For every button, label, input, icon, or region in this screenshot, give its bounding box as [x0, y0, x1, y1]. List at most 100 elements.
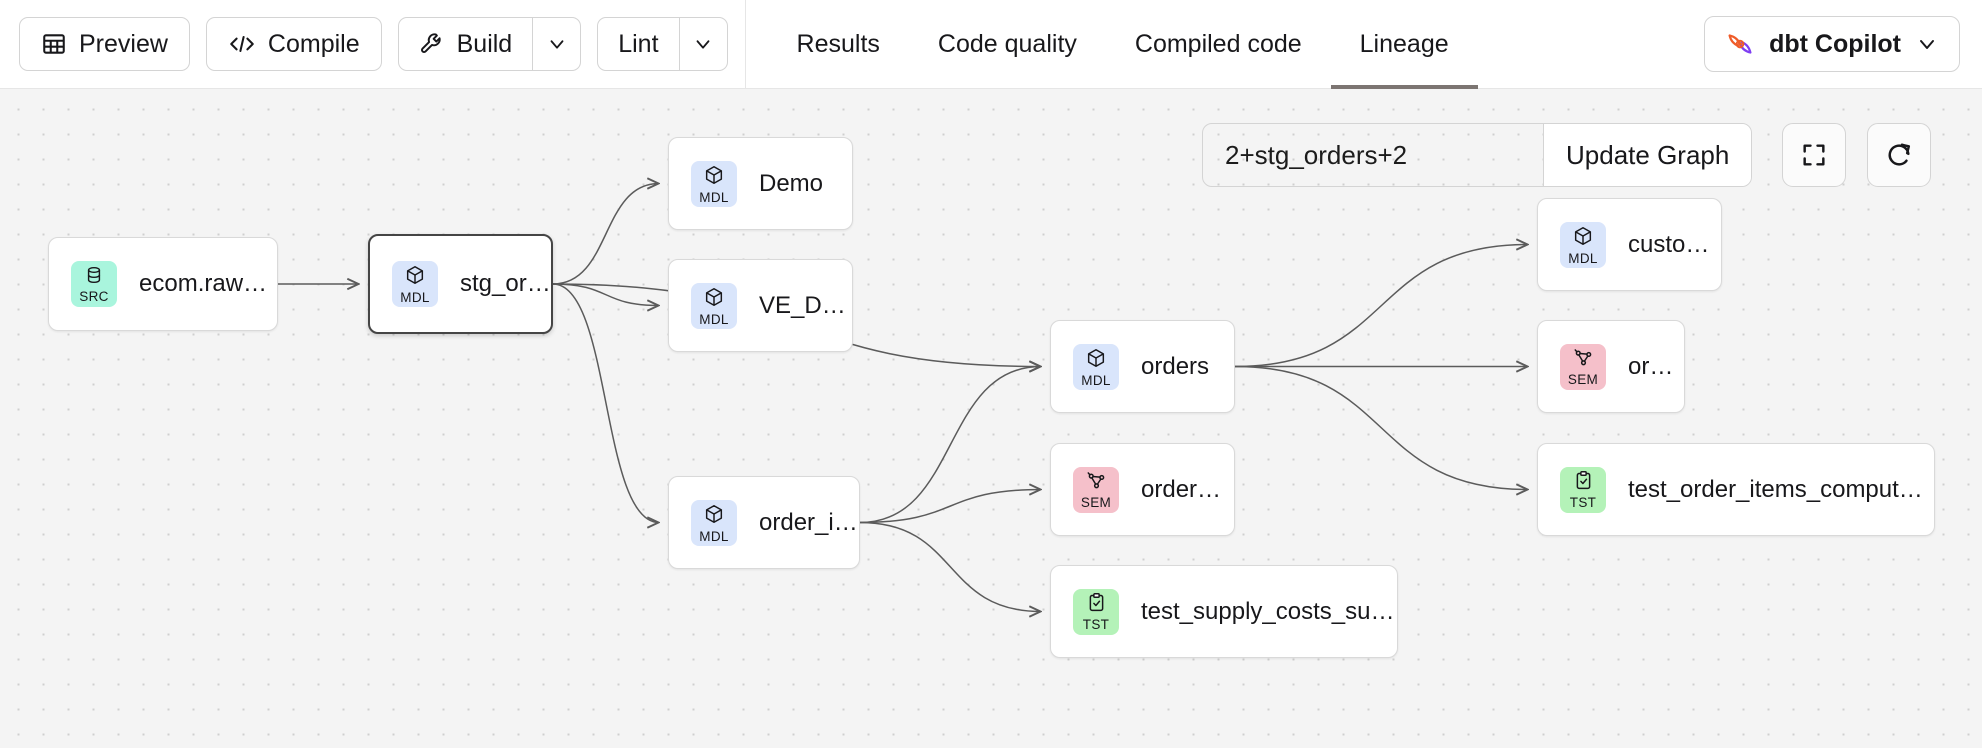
node-type-badge-mdl: MDL	[1560, 221, 1606, 268]
node-type-label: MDL	[1568, 250, 1598, 266]
lineage-node[interactable]: TST test_order_items_compute_to_bools_c…	[1537, 443, 1935, 536]
fullscreen-icon	[1800, 141, 1828, 169]
refresh-icon	[1885, 141, 1913, 169]
node-name-label: order_item	[1141, 475, 1234, 503]
update-graph-button[interactable]: Update Graph	[1543, 124, 1752, 186]
wrench-icon	[419, 31, 445, 57]
dbt-copilot-icon	[1725, 29, 1755, 59]
node-type-label: MDL	[699, 528, 729, 544]
node-name-label: Demo	[759, 169, 824, 197]
lineage-node[interactable]: SEM order_item	[1050, 443, 1235, 536]
node-name-label: test_order_items_compute_to_bools_c…	[1628, 475, 1934, 503]
compile-label: Compile	[267, 29, 360, 58]
lint-dropdown-toggle[interactable]	[678, 18, 727, 70]
tab-results[interactable]: Results	[768, 0, 909, 89]
lineage-node[interactable]: SRC ecom.raw_orders	[48, 237, 278, 331]
lineage-node[interactable]: MDL stg_orders	[368, 234, 553, 334]
tab-label: Lineage	[1359, 29, 1449, 58]
tab-label: Code quality	[937, 29, 1077, 58]
node-name-label: VE_Demo	[759, 291, 852, 319]
node-type-label: MDL	[699, 311, 729, 327]
database-icon	[84, 265, 104, 290]
graph-selector-input[interactable]	[1203, 124, 1543, 186]
node-type-label: TST	[1082, 617, 1110, 632]
lineage-edge	[859, 490, 1041, 524]
node-name-label: customers	[1628, 230, 1721, 258]
node-type-badge-mdl: MDL	[1073, 343, 1119, 390]
clipboard-check-icon	[1086, 592, 1107, 618]
fit-view-button[interactable]	[1782, 123, 1846, 187]
lineage-edge	[1234, 245, 1528, 368]
lineage-edge	[859, 521, 1041, 612]
node-type-badge-mdl: MDL	[691, 282, 737, 329]
result-tabs: Results Code quality Compiled code Lineage	[768, 0, 1478, 89]
node-type-label: MDL	[699, 189, 729, 205]
tab-label: Results	[796, 29, 880, 58]
lineage-node[interactable]: SEM orders	[1537, 320, 1685, 413]
cube-icon	[703, 164, 725, 191]
node-type-label: MDL	[1081, 372, 1111, 388]
lineage-node[interactable]: MDL order_items	[668, 476, 860, 569]
lineage-edge	[859, 367, 1041, 524]
cube-icon	[703, 503, 725, 530]
build-button-group: Build	[397, 17, 582, 71]
node-type-badge-src: SRC	[71, 261, 117, 307]
compile-button[interactable]: Compile	[205, 17, 382, 71]
lineage-node[interactable]: MDL customers	[1537, 198, 1722, 291]
semantic-graph-icon	[1573, 347, 1594, 373]
lineage-node[interactable]: MDL orders	[1050, 320, 1235, 413]
node-type-label: TST	[1569, 495, 1597, 510]
node-type-badge-mdl: MDL	[691, 160, 737, 207]
node-name-label: orders	[1628, 352, 1684, 380]
cube-icon	[1572, 225, 1594, 252]
cube-icon	[1085, 347, 1107, 374]
tab-code-quality[interactable]: Code quality	[909, 0, 1106, 89]
lineage-edge	[552, 283, 659, 523]
semantic-graph-icon	[1086, 470, 1107, 496]
toolbar-divider	[744, 0, 746, 89]
node-name-label: ecom.raw_orders	[139, 270, 277, 297]
node-type-badge-tst: TST	[1073, 588, 1119, 635]
tab-compiled-code[interactable]: Compiled code	[1106, 0, 1331, 89]
lineage-node[interactable]: MDL Demo	[668, 137, 853, 230]
lineage-node[interactable]: MDL VE_Demo	[668, 259, 853, 352]
chevron-down-icon	[546, 33, 568, 55]
node-type-badge-sem: SEM	[1073, 466, 1119, 513]
node-name-label: order_items	[759, 508, 859, 536]
node-type-badge-mdl: MDL	[691, 499, 737, 546]
toolbar-right: dbt Copilot	[1704, 16, 1982, 72]
lineage-canvas[interactable]: SRCecom.raw_ordersMDLstg_ordersMDLDemoMD…	[0, 89, 1982, 748]
code-brackets-icon	[228, 31, 256, 57]
lint-button-group: Lint	[597, 17, 728, 71]
chevron-down-icon	[1915, 32, 1939, 56]
lineage-edge	[552, 184, 659, 285]
node-type-label: SRC	[79, 289, 109, 304]
refresh-graph-button[interactable]	[1867, 123, 1931, 187]
chevron-down-icon	[692, 33, 714, 55]
lint-label: Lint	[618, 29, 659, 58]
node-type-label: MDL	[400, 290, 430, 305]
lineage-edge	[1234, 365, 1528, 490]
cube-icon	[703, 286, 725, 313]
lineage-edges	[278, 89, 1982, 748]
dbt-copilot-button[interactable]: dbt Copilot	[1704, 16, 1960, 72]
node-type-label: SEM	[1080, 495, 1112, 510]
cube-icon	[404, 264, 426, 291]
build-dropdown-toggle[interactable]	[532, 18, 580, 70]
lint-button[interactable]: Lint	[598, 18, 678, 70]
clipboard-check-icon	[1573, 470, 1594, 496]
node-type-label: SEM	[1567, 372, 1599, 387]
tab-label: Compiled code	[1134, 29, 1302, 58]
node-name-label: stg_orders	[460, 270, 551, 297]
node-name-label: orders	[1141, 352, 1210, 380]
toolbar-actions: Preview Compile Build	[0, 0, 728, 88]
table-icon	[41, 31, 67, 57]
node-type-badge-sem: SEM	[1560, 343, 1606, 390]
build-label: Build	[456, 29, 513, 58]
build-button[interactable]: Build	[399, 18, 533, 70]
graph-selector-group: Update Graph	[1202, 123, 1753, 187]
tab-lineage[interactable]: Lineage	[1330, 0, 1478, 89]
node-name-label: test_supply_costs_sum_correctly	[1141, 597, 1397, 625]
preview-button[interactable]: Preview	[19, 17, 190, 71]
lineage-node[interactable]: TST test_supply_costs_sum_correctly	[1050, 565, 1398, 658]
